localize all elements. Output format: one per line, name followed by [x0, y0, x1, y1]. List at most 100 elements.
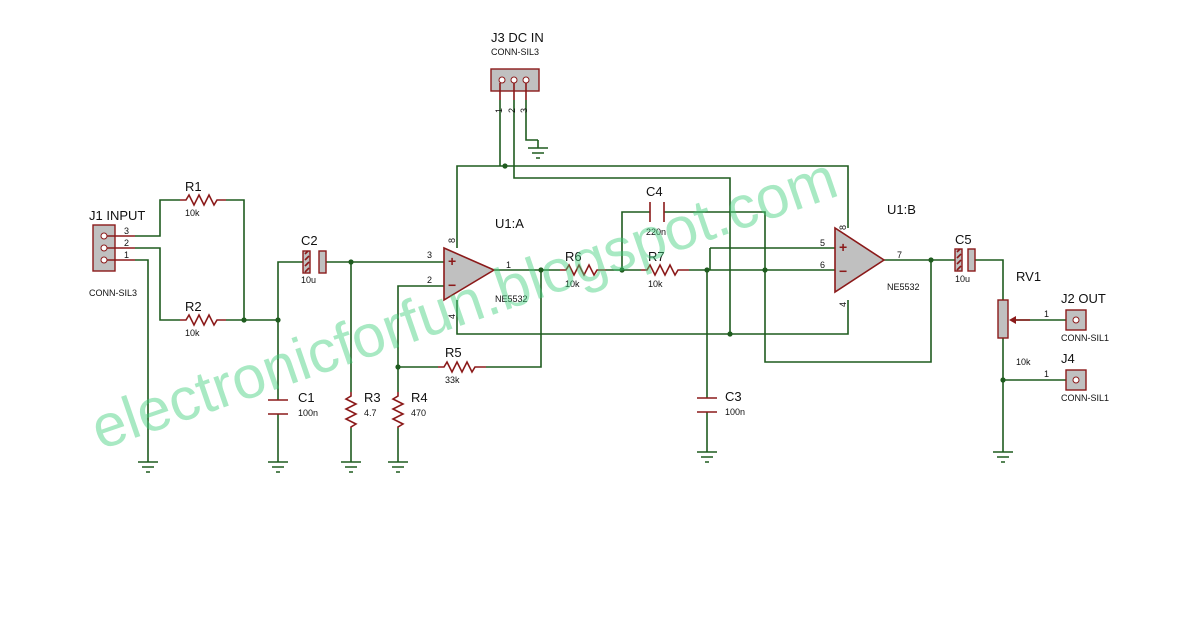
u1b-pin: 8: [838, 225, 848, 230]
junction-dot: [619, 267, 625, 273]
j2-ref: J2 OUT: [1061, 291, 1106, 306]
u1a-pin: 4: [447, 314, 457, 319]
j1-pin: 1: [124, 250, 129, 260]
resistor-r2: R2 10k: [180, 299, 226, 338]
r7-value: 10k: [648, 279, 663, 289]
u1a-pin: 2: [427, 275, 432, 285]
r3-ref: R3: [364, 390, 381, 405]
resistor-r4: R4 470: [391, 390, 428, 428]
j3-pin: 1: [494, 108, 504, 113]
r5-value: 33k: [445, 375, 460, 385]
junction-dot: [502, 163, 508, 169]
opamp-u1b: + − U1:B NE5532 5 6 7 8 4: [820, 202, 920, 307]
resistor-r5: R5 33k: [438, 345, 486, 385]
u1b-pin: 6: [820, 260, 825, 270]
r7-ref: R7: [648, 249, 665, 264]
j4-pin: 1: [1044, 369, 1049, 379]
ground-symbols: [138, 140, 1013, 473]
ground-icon: [138, 461, 158, 473]
junction-dot: [928, 257, 934, 263]
junction-dot: [348, 259, 354, 265]
c3-value: 100n: [725, 407, 745, 417]
capacitor-c2: C2 10u: [301, 233, 327, 285]
j1-pin: 3: [124, 226, 129, 236]
connector-j3: J3 DC IN CONN-SIL3 1 2 3: [490, 30, 544, 113]
u1a-value: NE5532: [495, 294, 528, 304]
junction-dot: [395, 364, 401, 370]
r2-ref: R2: [185, 299, 202, 314]
r4-ref: R4: [411, 390, 428, 405]
rv1-ref: RV1: [1016, 269, 1041, 284]
ground-icon: [697, 451, 717, 463]
u1a-plus-sign: +: [448, 253, 456, 269]
junction-dot: [241, 317, 247, 323]
ground-icon: [341, 461, 361, 473]
rv1-value: 10k: [1016, 357, 1031, 367]
ground-icon: [388, 461, 408, 473]
c4-value: 220n: [646, 227, 666, 237]
r1-ref: R1: [185, 179, 202, 194]
r1-value: 10k: [185, 208, 200, 218]
j3-value: CONN-SIL3: [491, 47, 539, 57]
j3-ref: J3 DC IN: [491, 30, 544, 45]
junction-dot: [727, 331, 733, 337]
r5-ref: R5: [445, 345, 462, 360]
connector-j4: J4 CONN-SIL1 1: [1044, 351, 1109, 403]
j1-pin: 2: [124, 238, 129, 248]
j3-pin: 2: [507, 108, 517, 113]
resistor-r6: R6 10k: [560, 249, 606, 289]
opamp-u1a: + − U1:A NE5532 3 2 1 8 4: [427, 216, 528, 319]
u1a-pin: 1: [506, 260, 511, 270]
junctions: [241, 163, 1006, 383]
u1b-plus-sign: +: [839, 239, 847, 255]
junction-dot: [1000, 377, 1006, 383]
capacitor-c4: C4 220n: [646, 184, 666, 237]
wires: [135, 100, 1066, 462]
resistor-r3: R3 4.7: [344, 390, 381, 428]
j2-value: CONN-SIL1: [1061, 333, 1109, 343]
junction-dot: [538, 267, 544, 273]
c1-value: 100n: [298, 408, 318, 418]
ground-icon: [268, 461, 288, 473]
u1b-pin: 7: [897, 250, 902, 260]
resistor-r1: R1 10k: [180, 179, 226, 218]
u1a-minus-sign: −: [448, 277, 456, 293]
u1a-ref: U1:A: [495, 216, 524, 231]
junction-dot: [704, 267, 710, 273]
capacitor-c5: C5 10u: [954, 232, 976, 284]
c1-ref: C1: [298, 390, 315, 405]
potentiometer-rv1: RV1 10k: [997, 269, 1041, 367]
c4-ref: C4: [646, 184, 663, 199]
r2-value: 10k: [185, 328, 200, 338]
ground-icon: [993, 451, 1013, 463]
j2-pin: 1: [1044, 309, 1049, 319]
j3-pin: 3: [519, 108, 529, 113]
r4-value: 470: [411, 408, 426, 418]
u1b-pin: 4: [838, 302, 848, 307]
j1-ref: J1 INPUT: [89, 208, 145, 223]
u1a-pin: 8: [447, 238, 457, 243]
capacitor-c1: C1 100n: [268, 390, 318, 418]
connector-j2: J2 OUT CONN-SIL1 1: [1044, 291, 1109, 343]
c2-ref: C2: [301, 233, 318, 248]
u1b-ref: U1:B: [887, 202, 916, 217]
c3-ref: C3: [725, 389, 742, 404]
j1-value: CONN-SIL3: [89, 288, 137, 298]
junction-dot: [762, 267, 768, 273]
junction-dot: [275, 317, 281, 323]
r6-ref: R6: [565, 249, 582, 264]
capacitor-c3: C3 100n: [697, 389, 745, 417]
u1b-minus-sign: −: [839, 263, 847, 279]
c5-value: 10u: [955, 274, 970, 284]
r6-value: 10k: [565, 279, 580, 289]
resistor-r7: R7 10k: [641, 249, 689, 289]
u1a-pin: 3: [427, 250, 432, 260]
c5-ref: C5: [955, 232, 972, 247]
j4-ref: J4: [1061, 351, 1075, 366]
c2-value: 10u: [301, 275, 316, 285]
connector-j1: J1 INPUT CONN-SIL3 3 2 1: [89, 208, 145, 298]
j4-value: CONN-SIL1: [1061, 393, 1109, 403]
u1b-value: NE5532: [887, 282, 920, 292]
ground-icon: [528, 140, 548, 159]
